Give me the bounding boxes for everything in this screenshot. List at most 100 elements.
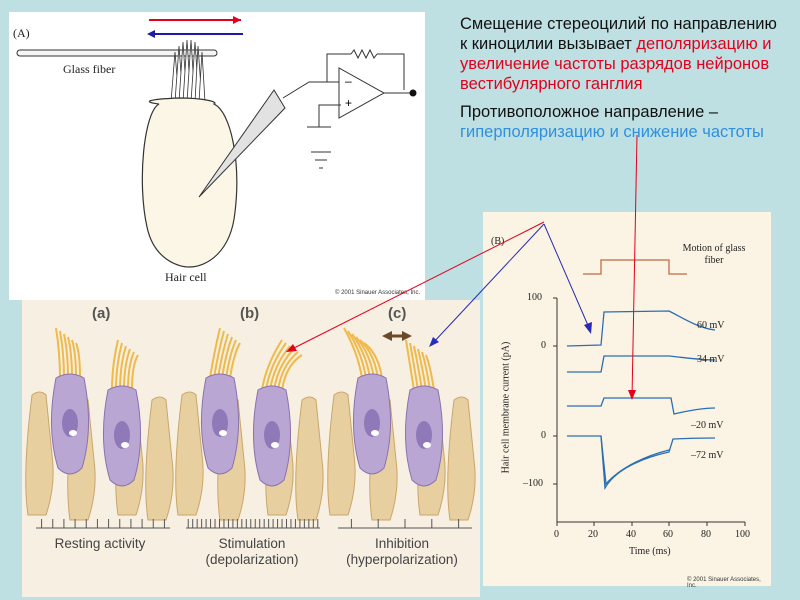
hair-bundle [170, 39, 206, 103]
supporting-cell [447, 396, 476, 521]
amplifier-output-node [409, 89, 417, 97]
plot-axes [553, 297, 746, 526]
letter-c: (c) [388, 305, 407, 322]
stereocilium [229, 342, 241, 379]
stereocilium [265, 342, 287, 391]
hair-cells-illustration [25, 327, 476, 529]
caption-stimulation-line1: Stimulation [218, 536, 286, 551]
caption-resting: Resting activity [22, 536, 178, 552]
paragraph-depolarization: Смещение стереоцилий по направлению к ки… [460, 14, 786, 94]
supporting-cell [295, 396, 324, 521]
supporting-cell [327, 391, 356, 516]
p2-blue-text: гиперполяризацию и снижение частоты [460, 123, 764, 141]
trace-label-34mv: 34 mV [697, 354, 725, 365]
stereocilium [209, 327, 221, 379]
panel-resting-stimulation-inhibition: (a) (b) (c) Resting activity Stimulation… [22, 300, 480, 597]
xtick-80: 80 [701, 529, 711, 540]
stereocilium [213, 330, 225, 379]
caption-inhibition: Inhibition (hyperpolarization) [324, 536, 480, 568]
motion-arrows [147, 16, 243, 38]
caption-stimulation: Stimulation (depolarization) [174, 536, 330, 568]
caption-inhibition-line1: Inhibition [374, 536, 430, 551]
stereocilium [115, 342, 123, 391]
nucleolus [219, 430, 227, 436]
stereocilium [131, 354, 139, 391]
glass-fiber-label: Glass fiber [63, 62, 116, 76]
x-axis-label: Time (ms) [629, 546, 671, 557]
nucleolus [271, 442, 279, 448]
stereocilium [277, 351, 299, 391]
supporting-cell [145, 396, 174, 521]
caption-stimulation-line2: (depolarization) [205, 552, 299, 567]
explanation-text: Смещение стереоцилий по направлению к ки… [460, 14, 786, 150]
p1-red-text: деполяризацию и увеличение частоты разря… [460, 35, 772, 93]
nucleolus [69, 430, 77, 436]
stereocilium [127, 351, 135, 391]
cell-nucleus [212, 409, 228, 437]
stereocilium [71, 339, 77, 379]
trace-label-minus20mv: –20 mV [691, 420, 724, 431]
stereocilium [421, 351, 431, 391]
letter-a: (a) [92, 305, 111, 322]
paragraph-hyperpolarization: Противоположное направление – гиперполяр… [460, 102, 786, 142]
panel-b-current-traces: (B) Motion of glass fiber Hair cell memb… [483, 212, 771, 589]
p2-black-text: Противоположное направление – [460, 103, 719, 121]
amp-plus-sign: + [345, 96, 352, 110]
hair-cell-label: Hair cell [165, 270, 207, 284]
trace-label-minus72mv: –72 mV [691, 450, 724, 461]
panel-b-copyright: © 2001 Sinauer Associates, Inc. [687, 577, 761, 589]
panel-a-drawing: – + [16, 16, 417, 268]
trace-minus72mv-a [567, 435, 716, 491]
caption-resting-line1: Resting activity [54, 536, 146, 551]
stereocilium [425, 354, 435, 391]
stereocilium [225, 339, 237, 379]
cell-nucleus [62, 409, 78, 437]
xtick-100: 100 [735, 529, 750, 540]
stereocilium [281, 354, 303, 391]
nucleolus [371, 430, 379, 436]
cell-nucleus [264, 421, 280, 449]
trace-minus20mv [567, 397, 716, 415]
xtick-20: 20 [588, 529, 598, 540]
p1-black-text: Смещение стереоцилий по направлению к ки… [460, 15, 777, 53]
trace-minus72mv-b [600, 435, 670, 486]
cell-nucleus [364, 409, 380, 437]
nucleolus [121, 442, 129, 448]
ytick-minus100: –100 [523, 478, 543, 489]
caption-inhibition-line2: (hyperpolarization) [346, 552, 458, 567]
glass-fiber [16, 49, 218, 57]
cell-nucleus [416, 421, 432, 449]
current-traces [566, 310, 716, 491]
motion-label: Motion of glass fiber [682, 243, 746, 266]
letter-b: (b) [240, 305, 260, 322]
trace-60mv [566, 310, 716, 347]
stereocilium [59, 330, 65, 379]
trace-34mv [567, 355, 716, 373]
amplifier-wiring [282, 48, 413, 169]
motion-step-line [583, 259, 687, 275]
stereocilium [75, 342, 81, 379]
stereocilium [261, 339, 283, 391]
nucleolus [423, 442, 431, 448]
cell-nucleus [114, 421, 130, 449]
panel-a-copyright: © 2001 Sinauer Associates, Inc. [335, 290, 421, 296]
supporting-cell [175, 391, 204, 516]
supporting-cell [25, 391, 54, 516]
ytick-0-lower: 0 [541, 430, 546, 441]
ytick-0-upper: 0 [541, 340, 546, 351]
stereocilium [111, 339, 119, 391]
xtick-40: 40 [626, 529, 636, 540]
panel-a-letter: (A) [13, 26, 30, 40]
panel-b-letter: (B) [491, 236, 505, 247]
amp-minus-sign: – [345, 74, 352, 88]
stereocilium [55, 327, 61, 379]
arrow-left-head [382, 331, 392, 341]
ytick-100: 100 [527, 292, 542, 303]
xtick-60: 60 [663, 529, 673, 540]
y-axis-label: Hair cell membrane current (pA) [500, 341, 512, 474]
trace-label-60mv: 60 mV [697, 320, 725, 331]
hair-cell-body [141, 97, 238, 268]
microelectrode [198, 89, 286, 198]
panel-a-hair-cell-recording: – + (A) Glass fiber Hair cell © 2001 Sin… [9, 12, 425, 300]
xtick-0: 0 [554, 529, 559, 540]
